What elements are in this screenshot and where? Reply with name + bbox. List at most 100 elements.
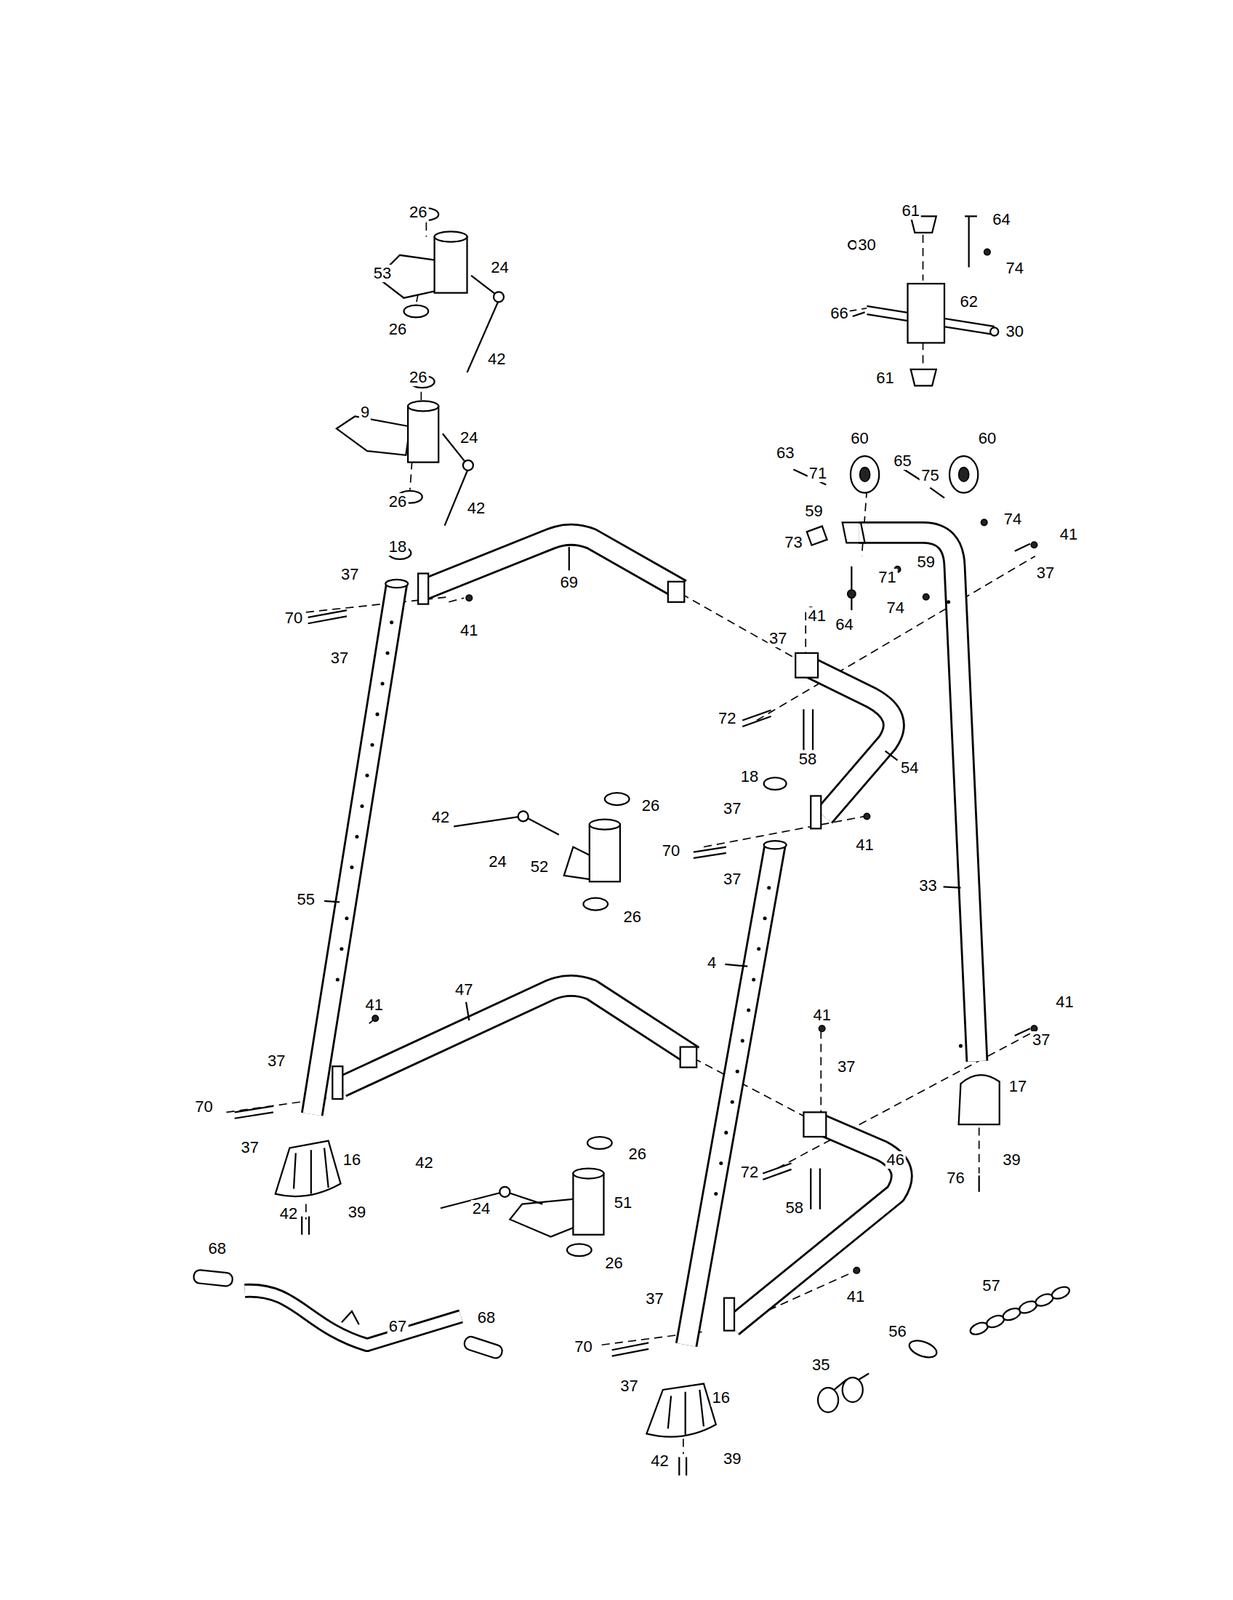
bolts — [234, 541, 1038, 1356]
callout-number: 66 — [828, 304, 850, 323]
callout-number: 39 — [346, 1203, 368, 1221]
callout-number: 75 — [919, 466, 941, 485]
callout-number: 68 — [207, 1239, 228, 1257]
foot — [275, 1140, 341, 1235]
callout-number: 60 — [849, 429, 870, 448]
callout-number: 71 — [807, 464, 829, 483]
callout-number: 37 — [767, 629, 789, 648]
callout-number: 16 — [341, 1150, 363, 1169]
foot — [958, 1074, 1000, 1124]
callout-number: 26 — [621, 908, 642, 926]
callout-number: 24 — [458, 428, 480, 447]
callout-number: 54 — [899, 758, 920, 777]
arm-assembly — [453, 792, 629, 910]
end-cap — [764, 777, 787, 790]
callout-number: 55 — [295, 890, 317, 909]
callout-number: 52 — [529, 857, 550, 876]
callout-number: 59 — [803, 502, 824, 520]
callout-number: 24 — [489, 258, 510, 277]
foot — [646, 1383, 716, 1476]
callout-number: 37 — [1035, 564, 1056, 582]
callout-number: 24 — [471, 1199, 492, 1218]
callout-number: 18 — [739, 767, 760, 786]
callout-number: 60 — [977, 429, 998, 448]
callout-number: 41 — [811, 1006, 832, 1024]
callout-number: 30 — [1004, 322, 1026, 341]
leader-lines — [324, 546, 961, 1020]
callout-number: 17 — [1007, 1077, 1028, 1095]
callout-number: 72 — [739, 1163, 760, 1181]
callout-number: 61 — [900, 202, 921, 220]
callout-number: 70 — [660, 841, 682, 860]
arm-assembly — [336, 375, 474, 525]
callout-number: 56 — [886, 1322, 908, 1340]
callout-number: 26 — [640, 796, 661, 815]
handle-grip — [193, 1268, 504, 1359]
callout-number: 37 — [836, 1057, 857, 1076]
callout-number: 39 — [1001, 1150, 1022, 1169]
callout-number: 67 — [387, 1317, 408, 1335]
callout-number: 69 — [559, 573, 580, 592]
tube-details — [332, 521, 963, 1330]
callout-number: 9 — [359, 403, 371, 421]
callout-number: 53 — [372, 264, 393, 283]
callout-number: 70 — [193, 1097, 214, 1116]
callout-number: 74 — [1004, 259, 1026, 277]
callout-number: 26 — [603, 1254, 624, 1272]
callout-number: 37 — [644, 1289, 665, 1308]
spring-collar — [817, 1373, 869, 1412]
callout-number: 42 — [466, 499, 487, 517]
callout-number: 37 — [266, 1051, 287, 1070]
arm-assembly — [440, 1136, 613, 1256]
callout-number: 37 — [239, 1138, 260, 1156]
callout-number: 74 — [884, 599, 906, 617]
callout-number: 24 — [487, 852, 508, 871]
callout-number: 73 — [782, 533, 804, 552]
pulley-bracket — [848, 215, 999, 386]
callout-number: 62 — [958, 292, 979, 311]
callout-number: 47 — [453, 980, 475, 999]
frame-tubes — [245, 532, 978, 1345]
callout-number: 37 — [339, 565, 360, 584]
callout-number: 42 — [649, 1451, 670, 1470]
callout-number: 41 — [364, 995, 385, 1014]
arm-assembly — [377, 207, 504, 373]
callout-number: 71 — [876, 568, 898, 586]
callout-number: 70 — [283, 609, 304, 627]
callout-number: 58 — [797, 750, 818, 768]
callout-number: 41 — [845, 1287, 866, 1305]
callout-number: 39 — [721, 1449, 743, 1468]
callout-number: 41 — [1058, 525, 1079, 544]
callout-number: 26 — [387, 320, 408, 339]
callout-number: 35 — [810, 1355, 831, 1374]
callout-number: 58 — [784, 1198, 805, 1217]
callout-number: 51 — [612, 1193, 634, 1212]
callout-number: 18 — [387, 537, 408, 556]
callout-number: 65 — [892, 452, 913, 470]
screw — [978, 1174, 981, 1191]
callout-number: 26 — [407, 368, 429, 387]
callout-number: 42 — [486, 350, 507, 368]
callout-number: 61 — [874, 369, 895, 387]
callout-number: 37 — [721, 870, 743, 888]
callout-number: 41 — [806, 607, 827, 625]
callout-number: 37 — [721, 799, 743, 818]
callout-number: 26 — [627, 1145, 648, 1163]
callout-number: 41 — [1054, 993, 1075, 1011]
pulley — [793, 455, 988, 610]
callout-number: 33 — [917, 876, 938, 895]
callout-number: 26 — [407, 203, 429, 222]
callout-number: 59 — [916, 553, 937, 571]
callout-number: 41 — [458, 621, 480, 640]
callout-number: 64 — [833, 615, 855, 634]
quick-link — [907, 1336, 940, 1361]
callout-number: 70 — [572, 1337, 594, 1356]
callout-number: 57 — [980, 1276, 1002, 1295]
callout-number: 68 — [476, 1308, 497, 1327]
callout-number: 37 — [329, 649, 350, 667]
callout-number: 4 — [705, 953, 718, 972]
callout-number: 46 — [884, 1150, 906, 1169]
callout-number: 64 — [990, 210, 1012, 229]
